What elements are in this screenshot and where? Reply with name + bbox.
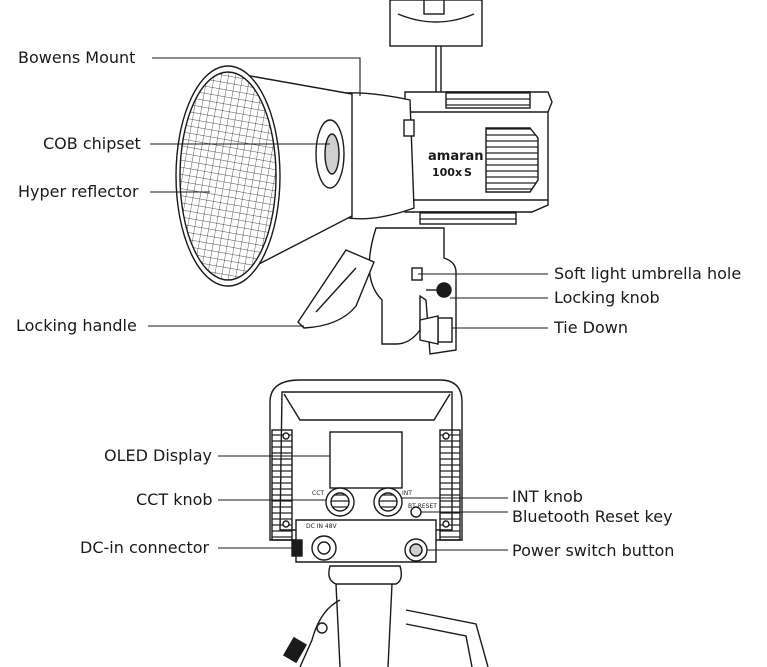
- label-oled-display: OLED Display: [104, 446, 212, 465]
- rear-housing: [404, 91, 553, 225]
- leader-bowens-mount: [152, 57, 361, 96]
- bt-reset-marking: BT RESET: [408, 503, 437, 510]
- label-locking-knob: Locking knob: [554, 288, 660, 307]
- dc-in-connector-shape: [291, 535, 337, 561]
- label-bowens-mount: Bowens Mount: [18, 48, 136, 67]
- hyper-reflector-shape: [175, 65, 353, 287]
- label-soft-light-umbrella-hole: Soft light umbrella hole: [554, 264, 742, 283]
- leader-lines: [148, 57, 548, 551]
- cct-knob-shape: [325, 487, 355, 517]
- label-tie-down: Tie Down: [554, 318, 628, 337]
- brand-mark-side: amaran: [428, 149, 484, 164]
- top-mount-bracket: [389, 0, 483, 94]
- label-bluetooth-reset-key: Bluetooth Reset key: [512, 507, 673, 526]
- label-cct-knob: CCT knob: [136, 490, 213, 509]
- stand-yoke: [282, 565, 489, 667]
- cct-marking: CCT: [312, 490, 324, 497]
- label-int-knob: INT knob: [512, 487, 583, 506]
- int-marking: INT: [402, 490, 412, 497]
- model-badge-side: S: [464, 166, 472, 179]
- label-cob-chipset: COB chipset: [43, 134, 141, 153]
- int-knob-shape: [373, 487, 403, 517]
- label-power-switch-button: Power switch button: [512, 541, 675, 560]
- locking-knob-shape: [426, 282, 452, 298]
- power-switch-shape: [404, 538, 428, 562]
- light-rear-view: [269, 379, 489, 667]
- label-locking-handle: Locking handle: [16, 316, 137, 335]
- light-side-view: [175, 0, 553, 355]
- label-dc-in-connector: DC-in connector: [80, 538, 210, 557]
- dc-in-marking: DC IN 48V: [306, 523, 338, 530]
- label-hyper-reflector: Hyper reflector: [18, 182, 139, 201]
- tie-down-shape: [419, 315, 453, 345]
- oled-display-shape: [329, 431, 403, 489]
- model-mark-side: 100x: [432, 166, 462, 179]
